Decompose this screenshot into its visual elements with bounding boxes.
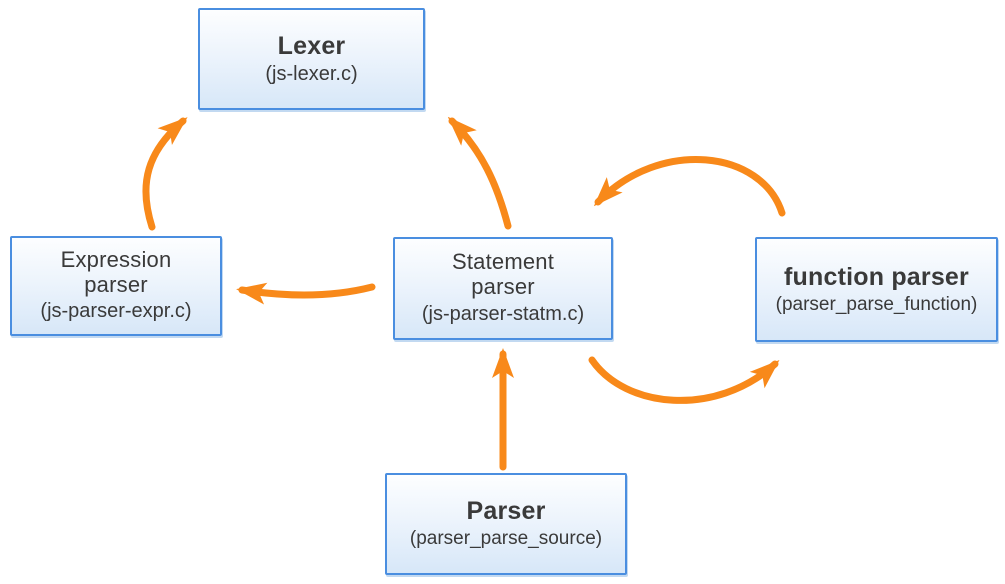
node-parser: Parser (parser_parse_source) [385, 473, 627, 575]
edge-statement-parser-to-expression-parser-arrow [236, 282, 376, 305]
edge-statement-parser-to-lexer-arrow [447, 116, 512, 230]
edge-expression-parser-to-lexer-arrow [142, 117, 188, 231]
node-title: Lexer [277, 31, 346, 60]
node-subtitle: (js-parser-statm.c) [421, 302, 585, 325]
node-subtitle: (js-lexer.c) [265, 62, 358, 85]
edge-statement-parser-to-function-parser-arrow [588, 356, 780, 404]
node-title: Statement parser [451, 249, 555, 299]
node-statement-parser: Statement parser (js-parser-statm.c) [393, 237, 613, 340]
node-subtitle: (parser_parse_source) [409, 528, 603, 550]
node-expression-parser: Expression parser (js-parser-expr.c) [10, 236, 222, 336]
node-title: function parser [784, 262, 969, 291]
node-subtitle: (parser_parse_function) [775, 293, 978, 315]
node-title: Expression parser [60, 246, 172, 297]
edge-function-parser-to-statement-parser-arrow [593, 156, 786, 217]
node-title: Parser [466, 497, 546, 526]
node-function-parser: function parser (parser_parse_function) [755, 237, 998, 342]
node-lexer: Lexer (js-lexer.c) [198, 8, 425, 110]
node-subtitle: (js-parser-expr.c) [40, 300, 192, 323]
